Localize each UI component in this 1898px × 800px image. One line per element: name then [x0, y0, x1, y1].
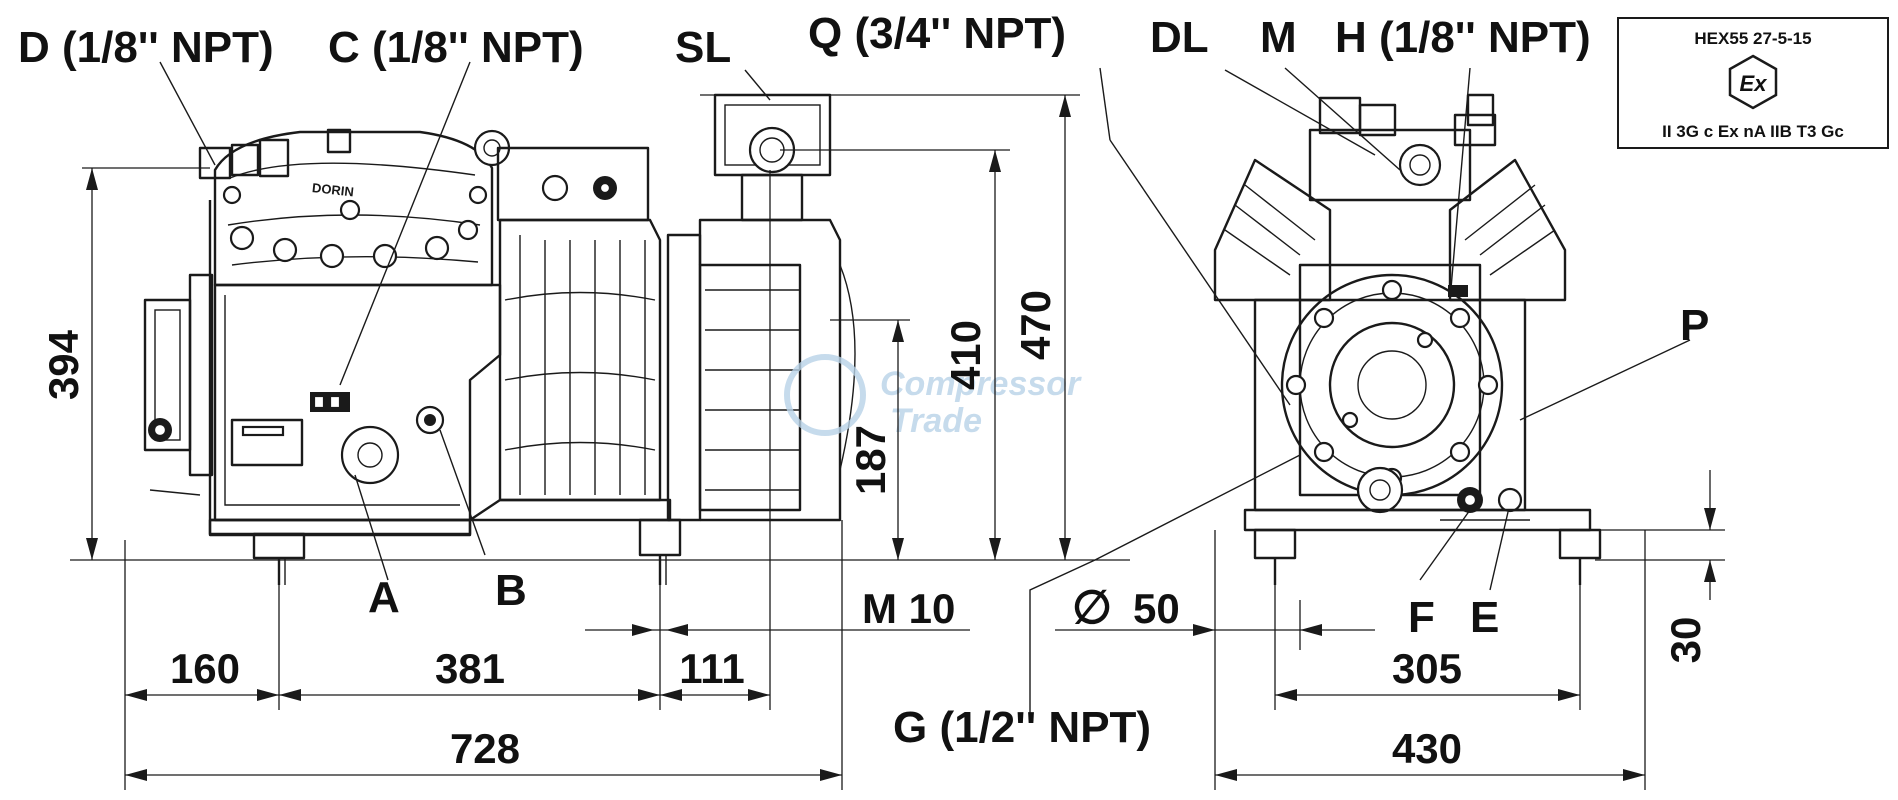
dim-470: 470	[1012, 290, 1059, 360]
dim-394: 394	[40, 329, 87, 400]
terminal-box	[143, 273, 214, 496]
dim-111: 111	[679, 645, 744, 692]
label-port-dl: DL	[1150, 13, 1209, 62]
motor-housing	[468, 146, 672, 522]
label-port-q: Q (3/4'' NPT)	[808, 9, 1066, 58]
label-port-sl: SL	[675, 23, 731, 72]
label-port-e: E	[1470, 593, 1499, 642]
label-diameter-value: 50	[1133, 585, 1180, 632]
svg-text:DORIN: DORIN	[311, 180, 354, 199]
dim-160: 160	[170, 645, 240, 692]
crankcase	[208, 200, 502, 585]
label-port-h: H (1/8'' NPT)	[1335, 13, 1591, 62]
dimension-lines	[70, 94, 1725, 790]
label-diameter-symbol: ∅	[1072, 581, 1112, 633]
watermark: Compressor Trade	[784, 354, 1082, 440]
label-port-p: P	[1680, 301, 1709, 350]
side-view: DORIN	[143, 93, 856, 585]
label-port-m: M	[1260, 13, 1297, 62]
cylinder-head: DORIN	[213, 129, 511, 287]
dim-30: 30	[1662, 617, 1709, 664]
leader-lines	[159, 61, 1691, 720]
suction-housing	[638, 93, 856, 585]
top-valves	[198, 128, 352, 180]
dim-410: 410	[942, 320, 989, 390]
label-port-a: A	[368, 573, 400, 622]
cert-marking: II 3G c Ex nA IIB T3 Gc	[1662, 122, 1844, 141]
dim-187: 187	[847, 425, 894, 495]
dim-430: 430	[1392, 725, 1462, 772]
watermark-line2: Trade	[890, 402, 982, 440]
front-view	[1213, 93, 1602, 585]
label-port-d: D (1/8'' NPT)	[18, 23, 274, 72]
label-port-g: G (1/2'' NPT)	[893, 703, 1151, 752]
label-port-f: F	[1408, 593, 1435, 642]
label-port-b: B	[495, 566, 527, 615]
label-port-c: C (1/8'' NPT)	[328, 23, 584, 72]
dimension-values: 394 410 470 187 30 160 381 111 728 305 4…	[40, 290, 1709, 772]
watermark-line1: Compressor	[880, 365, 1082, 403]
ex-hexagon-icon	[1728, 54, 1778, 110]
certification-box: HEX55 27-5-15 Ex II 3G c Ex nA IIB T3 Gc	[1617, 17, 1889, 149]
dim-381: 381	[435, 645, 505, 692]
cert-code: HEX55 27-5-15	[1694, 29, 1811, 48]
port-labels: D (1/8'' NPT) C (1/8'' NPT) SL Q (3/4'' …	[18, 9, 1709, 752]
dim-305: 305	[1392, 645, 1462, 692]
label-thread-m10: M 10	[862, 585, 955, 632]
dim-728: 728	[450, 725, 520, 772]
cert-ex-mark: Ex	[1740, 71, 1768, 96]
